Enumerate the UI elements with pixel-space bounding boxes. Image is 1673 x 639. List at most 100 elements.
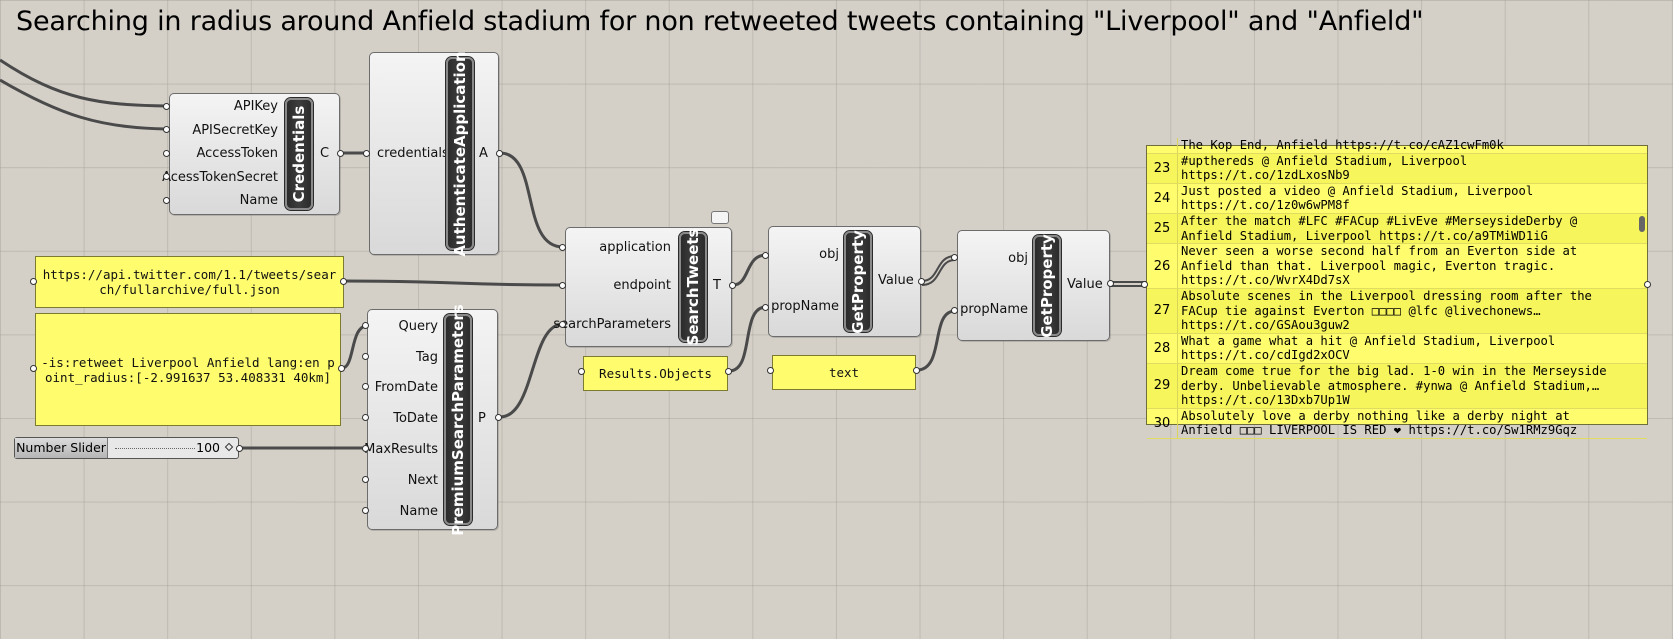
- output-t[interactable]: T: [713, 278, 721, 293]
- input-next[interactable]: Next: [407, 473, 438, 488]
- tweets-list[interactable]: The Kop End, Anfield https://t.co/cAZ1cw…: [1147, 138, 1647, 439]
- input-propname-2[interactable]: propName: [960, 302, 1028, 317]
- port-todate[interactable]: [362, 414, 369, 421]
- input-propname-1[interactable]: propName: [771, 299, 839, 314]
- port-p[interactable]: [495, 414, 502, 421]
- wire-value-obj[interactable]: [921, 255, 956, 282]
- port-t[interactable]: [729, 282, 736, 289]
- tweets-list-panel[interactable]: The Kop End, Anfield https://t.co/cAZ1cw…: [1146, 138, 1648, 439]
- port-obj-1[interactable]: [762, 252, 769, 259]
- query-panel[interactable]: -is:retweet Liverpool Anfield lang:en po…: [35, 313, 341, 426]
- get-property-component-2[interactable]: obj propName GetProperty Value: [957, 230, 1110, 341]
- input-obj-1[interactable]: obj: [819, 247, 839, 262]
- input-tag[interactable]: Tag: [415, 350, 438, 365]
- slider-grip-icon[interactable]: [224, 442, 234, 452]
- search-title-bar[interactable]: SearchTweets: [678, 229, 708, 345]
- input-obj-2[interactable]: obj: [1008, 251, 1028, 266]
- text-panel[interactable]: text: [772, 355, 916, 390]
- getprop1-title-bar[interactable]: GetProperty: [843, 230, 873, 333]
- port-apisecretkey[interactable]: [163, 126, 170, 133]
- wire-auth-application[interactable]: [499, 151, 564, 249]
- port-obj-2[interactable]: [951, 254, 958, 261]
- port-value-1[interactable]: [918, 278, 925, 285]
- wire-results-propname[interactable]: [728, 305, 767, 373]
- input-application[interactable]: application: [599, 240, 671, 255]
- port-params-name[interactable]: [362, 507, 369, 514]
- port-maxresults[interactable]: [362, 445, 369, 452]
- input-maxresults[interactable]: MaxResults: [364, 442, 438, 457]
- input-fromdate[interactable]: FromDate: [374, 380, 438, 395]
- input-todate[interactable]: ToDate: [393, 411, 438, 426]
- output-c[interactable]: C: [320, 146, 330, 161]
- port-list-out[interactable]: [1644, 281, 1651, 288]
- port-results-in[interactable]: [578, 368, 585, 375]
- wire-endpoint[interactable]: [343, 279, 564, 287]
- port-tag[interactable]: [362, 353, 369, 360]
- port-name[interactable]: [163, 197, 170, 204]
- params-title-bar[interactable]: PremiumSearchParameters: [443, 304, 473, 535]
- input-apikey[interactable]: APIKey: [233, 99, 278, 114]
- port-propname-1[interactable]: [762, 304, 769, 311]
- port-endpoint-panel-out[interactable]: [340, 278, 347, 285]
- results-objects-panel[interactable]: Results.Objects: [583, 356, 728, 391]
- list-item[interactable]: 23#upthereds @ Anfield Stadium, Liverpoo…: [1147, 153, 1647, 184]
- search-tweets-component[interactable]: application endpoint searchParameters Se…: [553, 227, 732, 347]
- credentials-component[interactable]: APIKey APISecretKey AccessToken AcessTok…: [162, 93, 340, 215]
- port-accesstoken[interactable]: [163, 150, 170, 157]
- input-credentials[interactable]: credentials: [377, 146, 449, 161]
- output-p[interactable]: P: [478, 411, 486, 426]
- getprop2-title-bar[interactable]: GetProperty: [1032, 234, 1062, 337]
- credentials-title-bar[interactable]: Credentials: [284, 97, 314, 211]
- output-value-1[interactable]: Value: [878, 273, 914, 288]
- slider-track[interactable]: [115, 448, 195, 450]
- port-list-in[interactable]: [1141, 281, 1148, 288]
- input-accesstoken[interactable]: AccessToken: [196, 146, 279, 161]
- wire-apikey[interactable]: [0, 58, 167, 108]
- port-slider-out[interactable]: [236, 445, 243, 452]
- port-results-out[interactable]: [725, 368, 732, 375]
- wire-query[interactable]: [341, 324, 368, 370]
- input-accesstokensecret[interactable]: AcessTokenSecret: [162, 170, 278, 185]
- port-accesstokensecret[interactable]: [163, 173, 170, 180]
- endpoint-panel[interactable]: https://api.twitter.com/1.1/tweets/searc…: [35, 256, 344, 308]
- port-query-panel-in[interactable]: [30, 365, 37, 372]
- port-text-in[interactable]: [767, 367, 774, 374]
- number-slider[interactable]: Number Slider 100: [14, 437, 239, 459]
- wire-text-propname[interactable]: [916, 309, 956, 372]
- wire-apisecret[interactable]: [0, 78, 167, 131]
- input-name[interactable]: Name: [239, 193, 278, 208]
- input-apisecretkey[interactable]: APISecretKey: [192, 123, 278, 138]
- input-searchparameters[interactable]: searchParameters: [553, 317, 671, 332]
- authenticate-component[interactable]: credentials AuthenticateApplication A: [369, 51, 499, 256]
- list-item[interactable]: The Kop End, Anfield https://t.co/cAZ1cw…: [1147, 138, 1647, 154]
- port-text-out[interactable]: [913, 367, 920, 374]
- wire-search-obj[interactable]: [732, 253, 767, 287]
- port-query-panel-out[interactable]: [338, 365, 345, 372]
- auth-title-bar[interactable]: AuthenticateApplication: [445, 51, 475, 256]
- port-fromdate[interactable]: [362, 383, 369, 390]
- search-parameters-component[interactable]: Query Tag FromDate ToDate MaxResults Nex…: [364, 304, 498, 535]
- input-endpoint[interactable]: endpoint: [613, 278, 671, 293]
- port-endpoint-panel-in[interactable]: [30, 278, 37, 285]
- port-c[interactable]: [337, 150, 344, 157]
- get-property-component-1[interactable]: obj propName GetProperty Value: [768, 226, 921, 337]
- port-credentials[interactable]: [363, 150, 370, 157]
- wire-params-search[interactable]: [499, 322, 564, 419]
- list-scrollbar[interactable]: [1639, 216, 1645, 232]
- port-application[interactable]: [559, 244, 566, 251]
- input-query[interactable]: Query: [398, 319, 438, 334]
- output-a[interactable]: A: [479, 146, 488, 161]
- input-params-name[interactable]: Name: [399, 504, 438, 519]
- port-a[interactable]: [496, 150, 503, 157]
- output-value-2[interactable]: Value: [1067, 277, 1103, 292]
- port-endpoint[interactable]: [559, 282, 566, 289]
- message-balloon-icon[interactable]: [711, 211, 729, 224]
- port-query[interactable]: [362, 322, 369, 329]
